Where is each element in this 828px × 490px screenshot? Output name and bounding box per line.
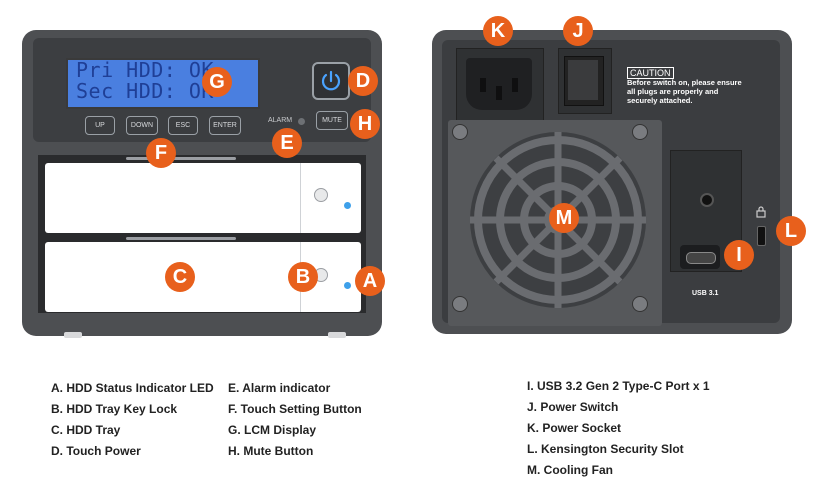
- usb-panel-screw: [700, 193, 714, 207]
- legend-item: L. Kensington Security Slot: [527, 442, 684, 456]
- caution-title: CAUTION: [627, 67, 674, 79]
- socket-pin-right: [512, 78, 518, 92]
- badge-k: K: [483, 16, 513, 46]
- tray-1-handle-seam: [300, 163, 301, 233]
- badge-g: G: [202, 67, 232, 97]
- legend-item: A. HDD Status Indicator LED: [51, 381, 214, 395]
- alarm-label: ALARM: [268, 117, 293, 124]
- power-switch-rocker[interactable]: [568, 60, 598, 100]
- touch-power-button[interactable]: [312, 62, 350, 100]
- badge-l: L: [776, 216, 806, 246]
- legend-item: D. Touch Power: [51, 444, 141, 458]
- badge-h: H: [350, 109, 380, 139]
- badge-i: I: [724, 240, 754, 270]
- legend-item: G. LCM Display: [228, 423, 317, 437]
- legend-item: E. Alarm indicator: [228, 381, 331, 395]
- legend-column-2: E. Alarm indicator F. Touch Setting Butt…: [228, 378, 362, 462]
- down-button[interactable]: DOWN: [126, 116, 158, 135]
- badge-c: C: [165, 262, 195, 292]
- legend-item: J. Power Switch: [527, 400, 619, 414]
- badge-f: F: [146, 138, 176, 168]
- usb-type-c-port[interactable]: [686, 252, 716, 264]
- legend-column-3: I. USB 3.2 Gen 2 Type-C Port x 1 J. Powe…: [527, 376, 710, 481]
- badge-b: B: [288, 262, 318, 292]
- up-button[interactable]: UP: [85, 116, 115, 135]
- fan-screw-bottom-left: [452, 296, 468, 312]
- tray-top-rail: [126, 157, 236, 160]
- tray-2-status-led: [344, 282, 351, 289]
- legend-item: C. HDD Tray: [51, 423, 121, 437]
- kensington-lock-icon: [756, 206, 766, 221]
- badge-d: D: [348, 66, 378, 96]
- usb-label: USB 3.1: [692, 290, 719, 297]
- caution-text: Before switch on, please ensure all plug…: [627, 78, 742, 105]
- badge-a: A: [355, 266, 385, 296]
- tray-middle-rail: [126, 237, 236, 240]
- legend-item: F. Touch Setting Button: [228, 402, 362, 416]
- power-socket[interactable]: [466, 58, 532, 110]
- power-icon: [321, 70, 341, 91]
- alarm-indicator-led: [298, 118, 305, 125]
- legend-item: K. Power Socket: [527, 421, 622, 435]
- legend-item: M. Cooling Fan: [527, 463, 613, 477]
- badge-j: J: [563, 16, 593, 46]
- fan-screw-bottom-right: [632, 296, 648, 312]
- legend-item: B. HDD Tray Key Lock: [51, 402, 178, 416]
- tray-1-key-lock[interactable]: [314, 188, 328, 202]
- kensington-security-slot[interactable]: [757, 226, 766, 246]
- hdd-tray-1[interactable]: [45, 163, 361, 233]
- badge-m: M: [549, 203, 579, 233]
- front-foot-left: [64, 332, 82, 338]
- fan-screw-top-right: [632, 124, 648, 140]
- socket-pin-ground: [496, 86, 502, 100]
- lcd-line-1: Pri HDD: OK: [76, 58, 214, 82]
- fan-screw-top-left: [452, 124, 468, 140]
- legend-item: I. USB 3.2 Gen 2 Type-C Port x 1: [527, 379, 710, 393]
- legend-item: H. Mute Button: [228, 444, 314, 458]
- tray-1-status-led: [344, 202, 351, 209]
- socket-pin-left: [480, 78, 486, 92]
- legend-column-1: A. HDD Status Indicator LED B. HDD Tray …: [51, 378, 214, 462]
- badge-e: E: [272, 128, 302, 158]
- front-foot-right: [328, 332, 346, 338]
- enter-button[interactable]: ENTER: [209, 116, 241, 135]
- mute-button[interactable]: MUTE: [316, 111, 348, 130]
- esc-button[interactable]: ESC: [168, 116, 198, 135]
- lcd-line-2: Sec HDD: OK: [76, 79, 214, 103]
